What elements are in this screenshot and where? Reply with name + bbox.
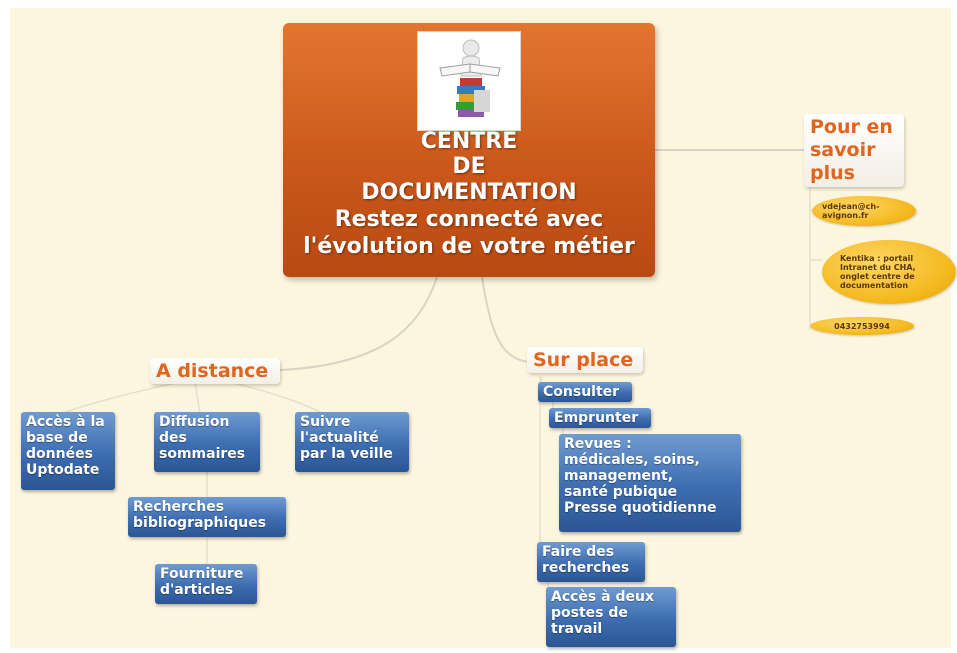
link-distance-sommaires: [194, 381, 201, 415]
info-email[interactable]: vdejean@ch- avignon.fr: [812, 196, 916, 226]
node-diffusion-sommaires[interactable]: Diffusion des sommaires: [154, 412, 260, 472]
central-title-line-2: DE: [452, 154, 486, 179]
node-emprunter[interactable]: Emprunter: [549, 408, 651, 428]
link-distance-veille: [229, 381, 321, 413]
node-revues[interactable]: Revues : médicales, soins, management, s…: [559, 434, 741, 532]
topic-pour-en-savoir-plus[interactable]: Pour en savoir plus: [804, 114, 904, 187]
node-faire-des-recherches[interactable]: Faire des recherches: [537, 542, 645, 582]
reader-on-books-icon: [417, 31, 521, 131]
node-suivre-actualite[interactable]: Suivre l'actualité par la veille: [295, 412, 409, 472]
central-subtitle-line-1: Restez connecté avec: [334, 207, 604, 232]
link-central-to-distance: [279, 276, 438, 371]
central-title-line-1: CENTRE: [420, 129, 518, 154]
info-phone[interactable]: 0432753994: [810, 317, 914, 335]
central-title: CENTRE DE DOCUMENTATION Restez connecté …: [283, 129, 655, 260]
node-acces-postes[interactable]: Accès à deux postes de travail: [546, 587, 676, 647]
info-portal[interactable]: Kentika : portail Intranet du CHA, ongle…: [822, 240, 956, 304]
node-fourniture-articles[interactable]: Fourniture d'articles: [155, 564, 257, 604]
topic-a-distance[interactable]: A distance: [150, 358, 280, 384]
node-recherches-bibliographiques[interactable]: Recherches bibliographiques: [128, 497, 286, 537]
central-title-line-3: DOCUMENTATION: [361, 180, 577, 205]
node-consulter[interactable]: Consulter: [538, 382, 632, 402]
link-distance-uptodate: [59, 381, 181, 415]
topic-sur-place[interactable]: Sur place: [527, 347, 643, 373]
link-central-to-surplace: [481, 276, 531, 363]
node-acces-uptodate[interactable]: Accès à la base de données Uptodate: [21, 412, 115, 490]
central-topic[interactable]: CENTRE DE DOCUMENTATION Restez connecté …: [283, 23, 655, 277]
central-subtitle-line-2: l'évolution de votre métier: [303, 234, 635, 259]
